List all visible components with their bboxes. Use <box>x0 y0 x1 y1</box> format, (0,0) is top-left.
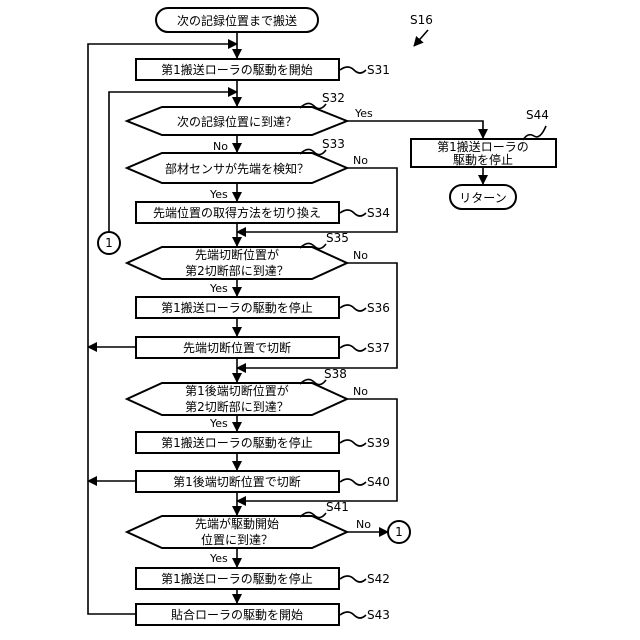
decision-s33-label: 部材センサが先端を検知？ <box>165 161 309 176</box>
process-s34-label: 先端位置の取得方法を切り換え <box>153 205 321 220</box>
s35-yes: Yes <box>209 282 228 295</box>
s44-id: S44 <box>526 108 549 122</box>
s31-id: S31 <box>367 63 390 77</box>
process-s37-label: 先端切断位置で切断 <box>183 340 291 355</box>
s37-id: S37 <box>367 341 390 355</box>
s35-no: No <box>353 249 368 262</box>
connector-1-right-label: 1 <box>395 525 403 539</box>
s39-leader <box>340 440 366 446</box>
s43-leader <box>340 612 366 618</box>
process-s44-label1: 第1搬送ローラの <box>437 139 529 154</box>
s41-yes: Yes <box>209 552 228 565</box>
s43-id: S43 <box>367 608 390 622</box>
s33-no: No <box>353 154 368 167</box>
decision-s35-label1: 先端切断位置が <box>195 247 279 262</box>
process-s31-label: 第1搬送ローラの駆動を開始 <box>161 62 313 77</box>
s40-id: S40 <box>367 475 390 489</box>
connector-1-left-label: 1 <box>105 236 113 250</box>
s38-no: No <box>353 385 368 398</box>
s34-leader <box>340 210 366 216</box>
process-s40-label: 第1後端切断位置で切断 <box>173 474 301 489</box>
start-label: 次の記録位置まで搬送 <box>177 13 297 28</box>
s32-id: S32 <box>322 91 345 105</box>
process-s36-label: 第1搬送ローラの駆動を停止 <box>161 300 313 315</box>
s36-id: S36 <box>367 301 390 315</box>
s32-no: No <box>213 140 228 153</box>
process-s44-label2: 駆動を停止 <box>453 152 513 167</box>
s38-yes: Yes <box>209 417 228 430</box>
decision-s32-label: 次の記録位置に到達？ <box>177 114 297 129</box>
s41-no: No <box>356 518 371 531</box>
s42-id: S42 <box>367 572 390 586</box>
s35-id: S35 <box>326 231 349 245</box>
s38-id: S38 <box>324 367 347 381</box>
decision-s38-label1: 第1後端切断位置が <box>185 383 289 398</box>
s44-leader <box>523 126 546 140</box>
s36-leader <box>340 305 366 311</box>
return-label: リターン <box>459 191 506 205</box>
decision-s41-label1: 先端が駆動開始 <box>195 516 279 531</box>
s31-leader <box>340 67 366 73</box>
s37-leader <box>340 345 366 351</box>
s34-id: S34 <box>367 206 390 220</box>
s40-leader <box>340 479 366 485</box>
edge-s32-yes <box>343 121 483 138</box>
process-s39-label: 第1搬送ローラの駆動を停止 <box>161 435 313 450</box>
s33-id: S33 <box>322 137 345 151</box>
process-s43-label: 貼合ローラの駆動を開始 <box>171 607 303 622</box>
s33-yes: Yes <box>209 188 228 201</box>
decision-s35-label2: 第2切断部に到達？ <box>185 263 289 278</box>
figure-label: S16 <box>410 13 433 27</box>
s32-yes: Yes <box>354 107 373 120</box>
decision-s38-label2: 第2切断部に到達？ <box>185 399 289 414</box>
figure-label-arrow <box>414 30 428 46</box>
s39-id: S39 <box>367 436 390 450</box>
process-s42-label: 第1搬送ローラの駆動を停止 <box>161 571 313 586</box>
s41-id: S41 <box>326 500 349 514</box>
s42-leader <box>340 576 366 582</box>
decision-s41-label2: 位置に到達？ <box>201 532 273 547</box>
